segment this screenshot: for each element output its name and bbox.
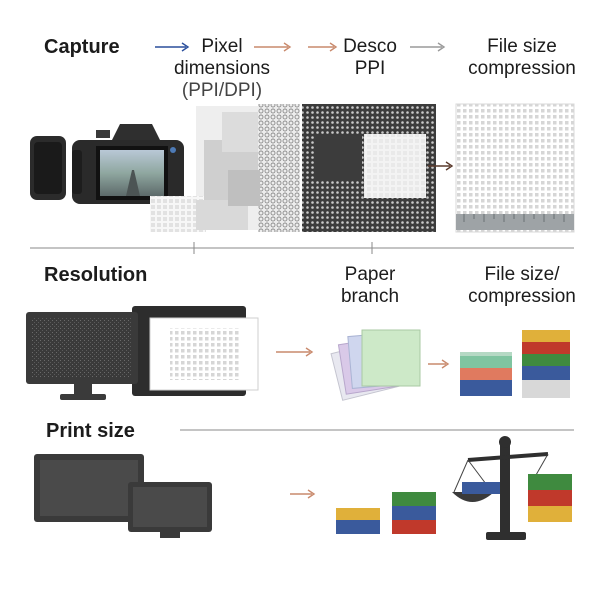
resolution-title: Resolution [44,264,148,286]
monitor-icon [34,454,144,522]
arrow-capture-to-pixel [155,42,190,52]
phone-icon [30,136,66,200]
paper-stack-icon [330,329,421,401]
block-stack-icon [522,330,570,398]
print-size-title: Print size [46,420,135,442]
filesize2-label-1: File size/ [484,264,560,285]
paper-branch-label-2: branch [340,286,400,307]
filesize2-label-2: compression [468,286,576,307]
arrow-pixel-to-desco [254,42,292,52]
monitor-icon [128,482,212,538]
block-stack-icon [392,492,436,534]
stage-capture-label: Capture [44,36,120,58]
arrow-paper-to-blocks [428,359,450,369]
arrow-dots-to-page [428,161,454,171]
block-stack-icon [336,508,380,534]
balance-scale-icon [452,436,549,540]
block-stack-icon [460,352,512,396]
arrow-desco-to-filesize [410,42,446,52]
compressed-page-icon [455,103,575,233]
paper-branch-label-1: Paper [344,264,396,285]
block-stack-icon [528,474,572,522]
arrow-monitor-to-blocks [290,489,316,499]
pixel-grid-icon [150,104,300,232]
monitor-icon [132,306,259,396]
camera-icon [72,124,184,204]
dotted-grid-icon [302,104,436,232]
stage-pixel-label-1: Pixel [201,36,243,57]
stage-pixel-label-2: dimensions [173,58,271,79]
stage-desco-label-2: PPI [354,58,386,79]
stage-filesize-label-2: compression [468,58,576,79]
arrow-monitor-to-paper [276,347,314,357]
stage-pixel-label-3: (PPI/DPI) [181,80,263,101]
arrow-desco-small [308,42,338,52]
stage-desco-label-1: Desco [343,36,397,57]
stage-filesize-label-1: File size [487,36,557,57]
divider-line [30,242,574,254]
monitor-icon [26,312,138,400]
